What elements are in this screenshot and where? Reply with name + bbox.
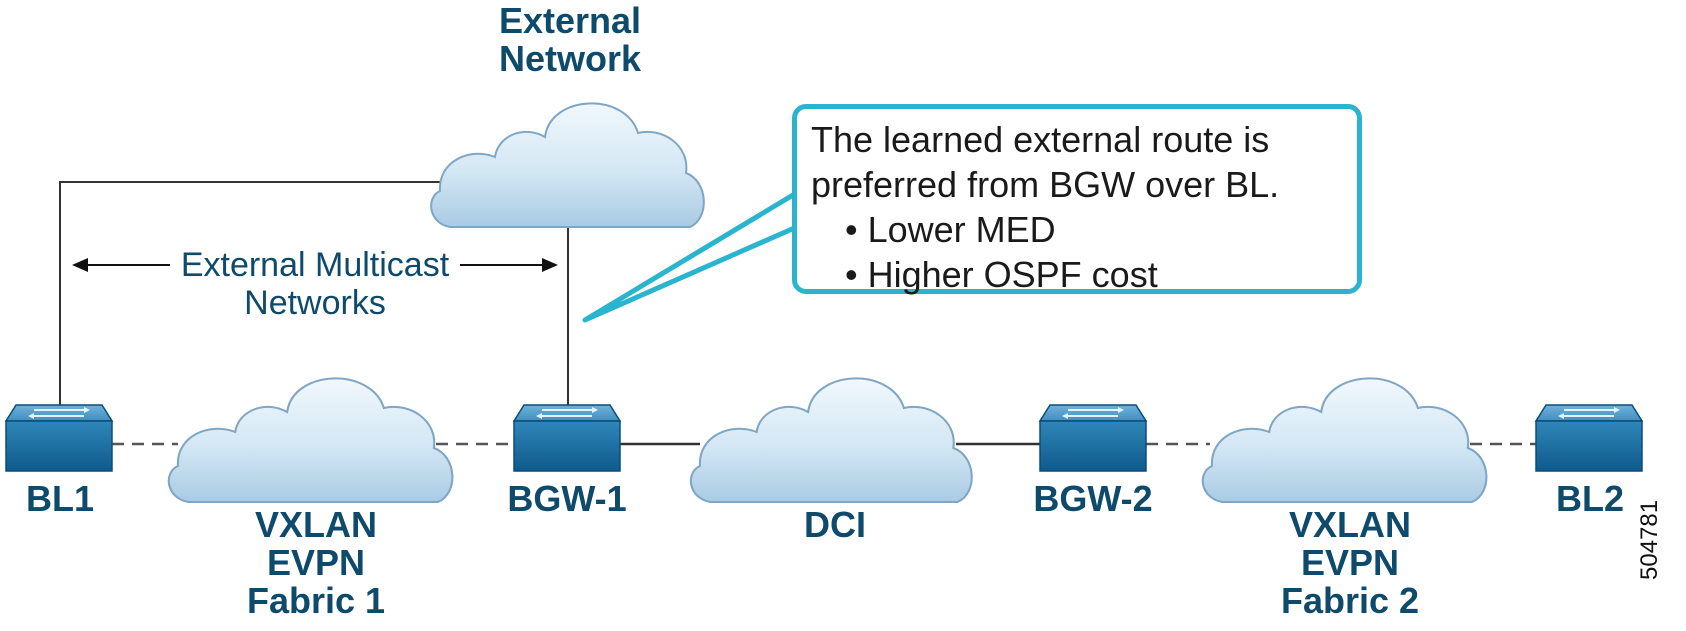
uplink-lines (59, 181, 569, 405)
callout-bullet-ospf-cost: • Higher OSPF cost (845, 254, 1158, 295)
fabric1-label: VXLAN EVPN Fabric 1 (246, 504, 386, 621)
fabric2-cloud (1201, 377, 1488, 504)
right-arrowhead (542, 258, 558, 272)
bgw1-switch-icon (513, 404, 621, 472)
bgw2-label: BGW-2 (1033, 478, 1153, 519)
bl2-label: BL2 (1555, 478, 1624, 519)
bl1-to-external-line (59, 181, 440, 405)
bl1-switch-icon (5, 404, 113, 472)
external-network-label: External Network (498, 0, 642, 79)
external-network-cloud (430, 102, 705, 228)
callout-line-2: preferred from BGW over BL. (811, 164, 1280, 205)
bgw2-switch-icon (1039, 404, 1147, 472)
figure-id: 504781 (1636, 499, 1663, 580)
bl1-label: BL1 (25, 478, 94, 519)
bgw1-label: BGW-1 (507, 478, 627, 519)
multicast-networks-label: External Multicast Networks (180, 246, 450, 322)
bl2-switch-icon (1535, 404, 1643, 472)
route-preference-callout: The learned external route is preferred … (792, 104, 1362, 295)
left-arrowhead (72, 258, 88, 272)
dci-label: DCI (804, 504, 866, 545)
dci-cloud (689, 377, 973, 504)
fabric2-label: VXLAN EVPN Fabric 2 (1280, 504, 1420, 621)
multicast-arrows (72, 258, 558, 272)
callout-line-1: The learned external route is (811, 119, 1270, 160)
callout-bullet-lower-med: • Lower MED (845, 209, 1056, 250)
fabric1-cloud (167, 377, 454, 504)
